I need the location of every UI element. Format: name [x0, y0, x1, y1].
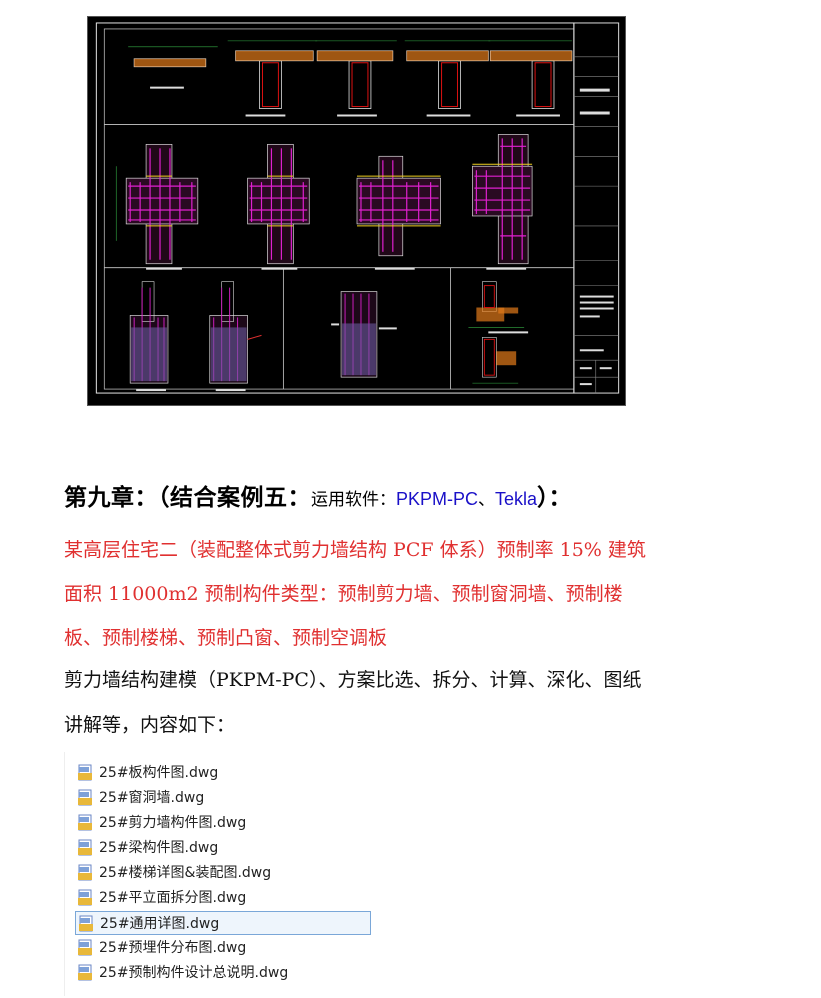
software-separator: 、	[478, 490, 496, 510]
file-list: 25#板构件图.dwg 25#窗洞墙.dwg 25#剪力墙构件图.dwg 25#…	[64, 752, 371, 996]
file-item[interactable]: 25#平立面拆分图.dwg	[77, 886, 246, 908]
dwg-file-icon	[77, 814, 93, 831]
file-item[interactable]: 25#预制构件设计总说明.dwg	[77, 961, 288, 983]
software-pkpm-pc: PKPM-PC	[396, 489, 479, 509]
file-name: 25#剪力墙构件图.dwg	[99, 815, 247, 831]
chapter-title: 第九章：（结合案例五：	[64, 484, 311, 511]
dwg-file-icon	[77, 789, 93, 806]
file-name: 25#窗洞墙.dwg	[99, 790, 205, 806]
software-prefix: 运用软件：	[311, 490, 396, 510]
content-description-line-2: 讲解等，内容如下：	[64, 714, 236, 736]
dwg-file-icon	[77, 964, 93, 981]
cad-drawing-svg	[88, 17, 625, 405]
file-name: 25#楼梯详图&装配图.dwg	[99, 865, 272, 881]
file-item[interactable]: 25#梁构件图.dwg	[77, 836, 218, 858]
file-item[interactable]: 25#楼梯详图&装配图.dwg	[77, 861, 271, 883]
project-description-line-2: 面积 11000m2 预制构件类型：预制剪力墙、预制窗洞墙、预制楼	[64, 583, 623, 605]
file-name: 25#板构件图.dwg	[99, 765, 219, 781]
project-description-line-1: 某高层住宅二（装配整体式剪力墙结构 PCF 体系）预制率 15% 建筑	[64, 539, 646, 561]
file-name: 25#预埋件分布图.dwg	[99, 940, 247, 956]
software-tekla: Tekla	[495, 489, 538, 509]
file-item[interactable]: 25#预埋件分布图.dwg	[77, 936, 246, 958]
file-item[interactable]: 25#剪力墙构件图.dwg	[77, 811, 246, 833]
project-description-line-3: 板、预制楼梯、预制凸窗、预制空调板	[64, 627, 388, 649]
dwg-file-icon	[77, 889, 93, 906]
chapter-heading-close: ）：	[537, 484, 572, 511]
content-description-line-1: 剪力墙结构建模（PKPM-PC）、方案比选、拆分、计算、深化、图纸	[64, 669, 642, 691]
dwg-file-icon	[78, 915, 94, 932]
dwg-file-icon	[77, 764, 93, 781]
file-name: 25#梁构件图.dwg	[99, 840, 219, 856]
dwg-file-icon	[77, 939, 93, 956]
file-name: 25#通用详图.dwg	[100, 916, 220, 932]
chapter-heading: 第九章：（结合案例五：运用软件：PKPM-PC、Tekla）：	[64, 478, 572, 512]
file-item[interactable]: 25#板构件图.dwg	[77, 761, 218, 783]
dwg-file-icon	[77, 839, 93, 856]
file-item-selected[interactable]: 25#通用详图.dwg	[75, 911, 371, 935]
file-name: 25#预制构件设计总说明.dwg	[99, 965, 289, 981]
file-item[interactable]: 25#窗洞墙.dwg	[77, 786, 204, 808]
cad-drawing-image	[87, 16, 626, 406]
dwg-file-icon	[77, 864, 93, 881]
file-name: 25#平立面拆分图.dwg	[99, 890, 247, 906]
